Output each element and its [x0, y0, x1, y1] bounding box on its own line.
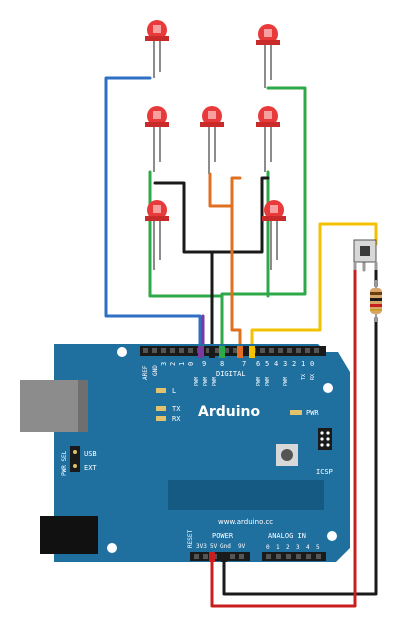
led-top-left: [145, 20, 169, 78]
pin-label: 4: [274, 360, 278, 368]
pin-label: 1: [178, 362, 186, 366]
wire-black-ground: [222, 316, 378, 596]
board-url: www.arduino.cc: [218, 518, 273, 526]
pwm-label: PWM: [203, 377, 209, 386]
icsp-label: ICSP: [316, 468, 333, 476]
tx-led-label: TX: [172, 405, 181, 413]
pin-label: 0: [187, 362, 195, 366]
power-header: [190, 552, 250, 561]
analog-pin-label: 4: [306, 544, 310, 551]
leds: [145, 20, 286, 270]
wire-black: [153, 176, 270, 254]
pin-label: 8: [220, 360, 224, 368]
wire-yellow: [250, 222, 378, 354]
pwm-label: PWM: [283, 377, 289, 386]
pwm-label: PWM: [212, 377, 218, 386]
analog-pin-label: 1: [276, 544, 280, 551]
icsp-header: [318, 428, 332, 450]
v33-label: 3V3: [196, 543, 207, 550]
pin-label: 0: [310, 360, 314, 368]
pin-label: 2: [292, 360, 296, 368]
analog-pin-label: 3: [296, 544, 300, 551]
microcontroller-chip: [168, 480, 324, 510]
push-button: [353, 239, 378, 270]
reset-label: RESET: [187, 530, 194, 548]
wire-red: [210, 268, 357, 608]
pwm-label: PWM: [265, 377, 271, 386]
digital-label: DIGITAL: [216, 370, 246, 378]
power-label: POWER: [212, 532, 234, 540]
rx-pin-label: RX: [310, 374, 316, 380]
board-title: Arduino: [198, 404, 260, 420]
pin-label: 6: [256, 360, 260, 368]
analog-pin-label: 0: [266, 544, 270, 551]
led-middle-left: [145, 106, 169, 172]
l-led-label: L: [172, 387, 176, 395]
pwm-label: PWM: [256, 377, 262, 386]
usb-label: USB: [84, 450, 97, 458]
led-middle-right: [256, 106, 280, 172]
analog-in-label: ANALOG IN: [268, 532, 306, 540]
wires: [104, 76, 378, 608]
analog-pin-label: 5: [316, 544, 320, 551]
led-bottom-left: [145, 200, 169, 270]
wire-orange: [208, 172, 242, 354]
pin-label: 7: [242, 360, 246, 368]
led-center: [200, 106, 224, 174]
aref-label: AREF: [142, 365, 149, 380]
v5-label: 5V: [210, 543, 218, 550]
wire-orange-2: [230, 176, 242, 208]
power-jack: [40, 516, 98, 554]
wire-blue: [104, 76, 202, 354]
analog-header: [262, 552, 326, 561]
ext-label: EXT: [84, 464, 97, 472]
gnd-power-label: Gnd: [220, 543, 231, 550]
pin-label: 3: [160, 362, 168, 366]
v9-label: 9V: [238, 543, 246, 550]
led-bottom-right: [262, 200, 286, 270]
pin-label: 2: [169, 362, 177, 366]
pwr-sel-label: PWR SEL: [61, 450, 68, 476]
rx-led-label: RX: [172, 415, 181, 423]
pwr-led-label: PWR: [306, 409, 319, 417]
pin-label: 1: [301, 360, 305, 368]
digital-pin-numbers: 3 2 1 0 9 8 7 6 5 4 3 2 1 0: [160, 360, 314, 368]
pwm-label: PWM: [194, 377, 200, 386]
resistor: [370, 280, 382, 322]
analog-pin-label: 2: [286, 544, 290, 551]
led-top-right: [256, 24, 280, 88]
wire-green: [220, 86, 307, 354]
wire-ends: [198, 346, 255, 562]
tx-pin-label: TX: [301, 374, 307, 380]
usb-connector: [20, 380, 88, 432]
arduino-board: AREF GND 3 2 1 0 9 8 7 6 5 4 3 2 1 0 PWM…: [20, 344, 350, 562]
gnd-label: GND: [152, 365, 159, 376]
pin-label: 5: [265, 360, 269, 368]
pin-label: 9: [202, 360, 206, 368]
pin-label: 3: [283, 360, 287, 368]
